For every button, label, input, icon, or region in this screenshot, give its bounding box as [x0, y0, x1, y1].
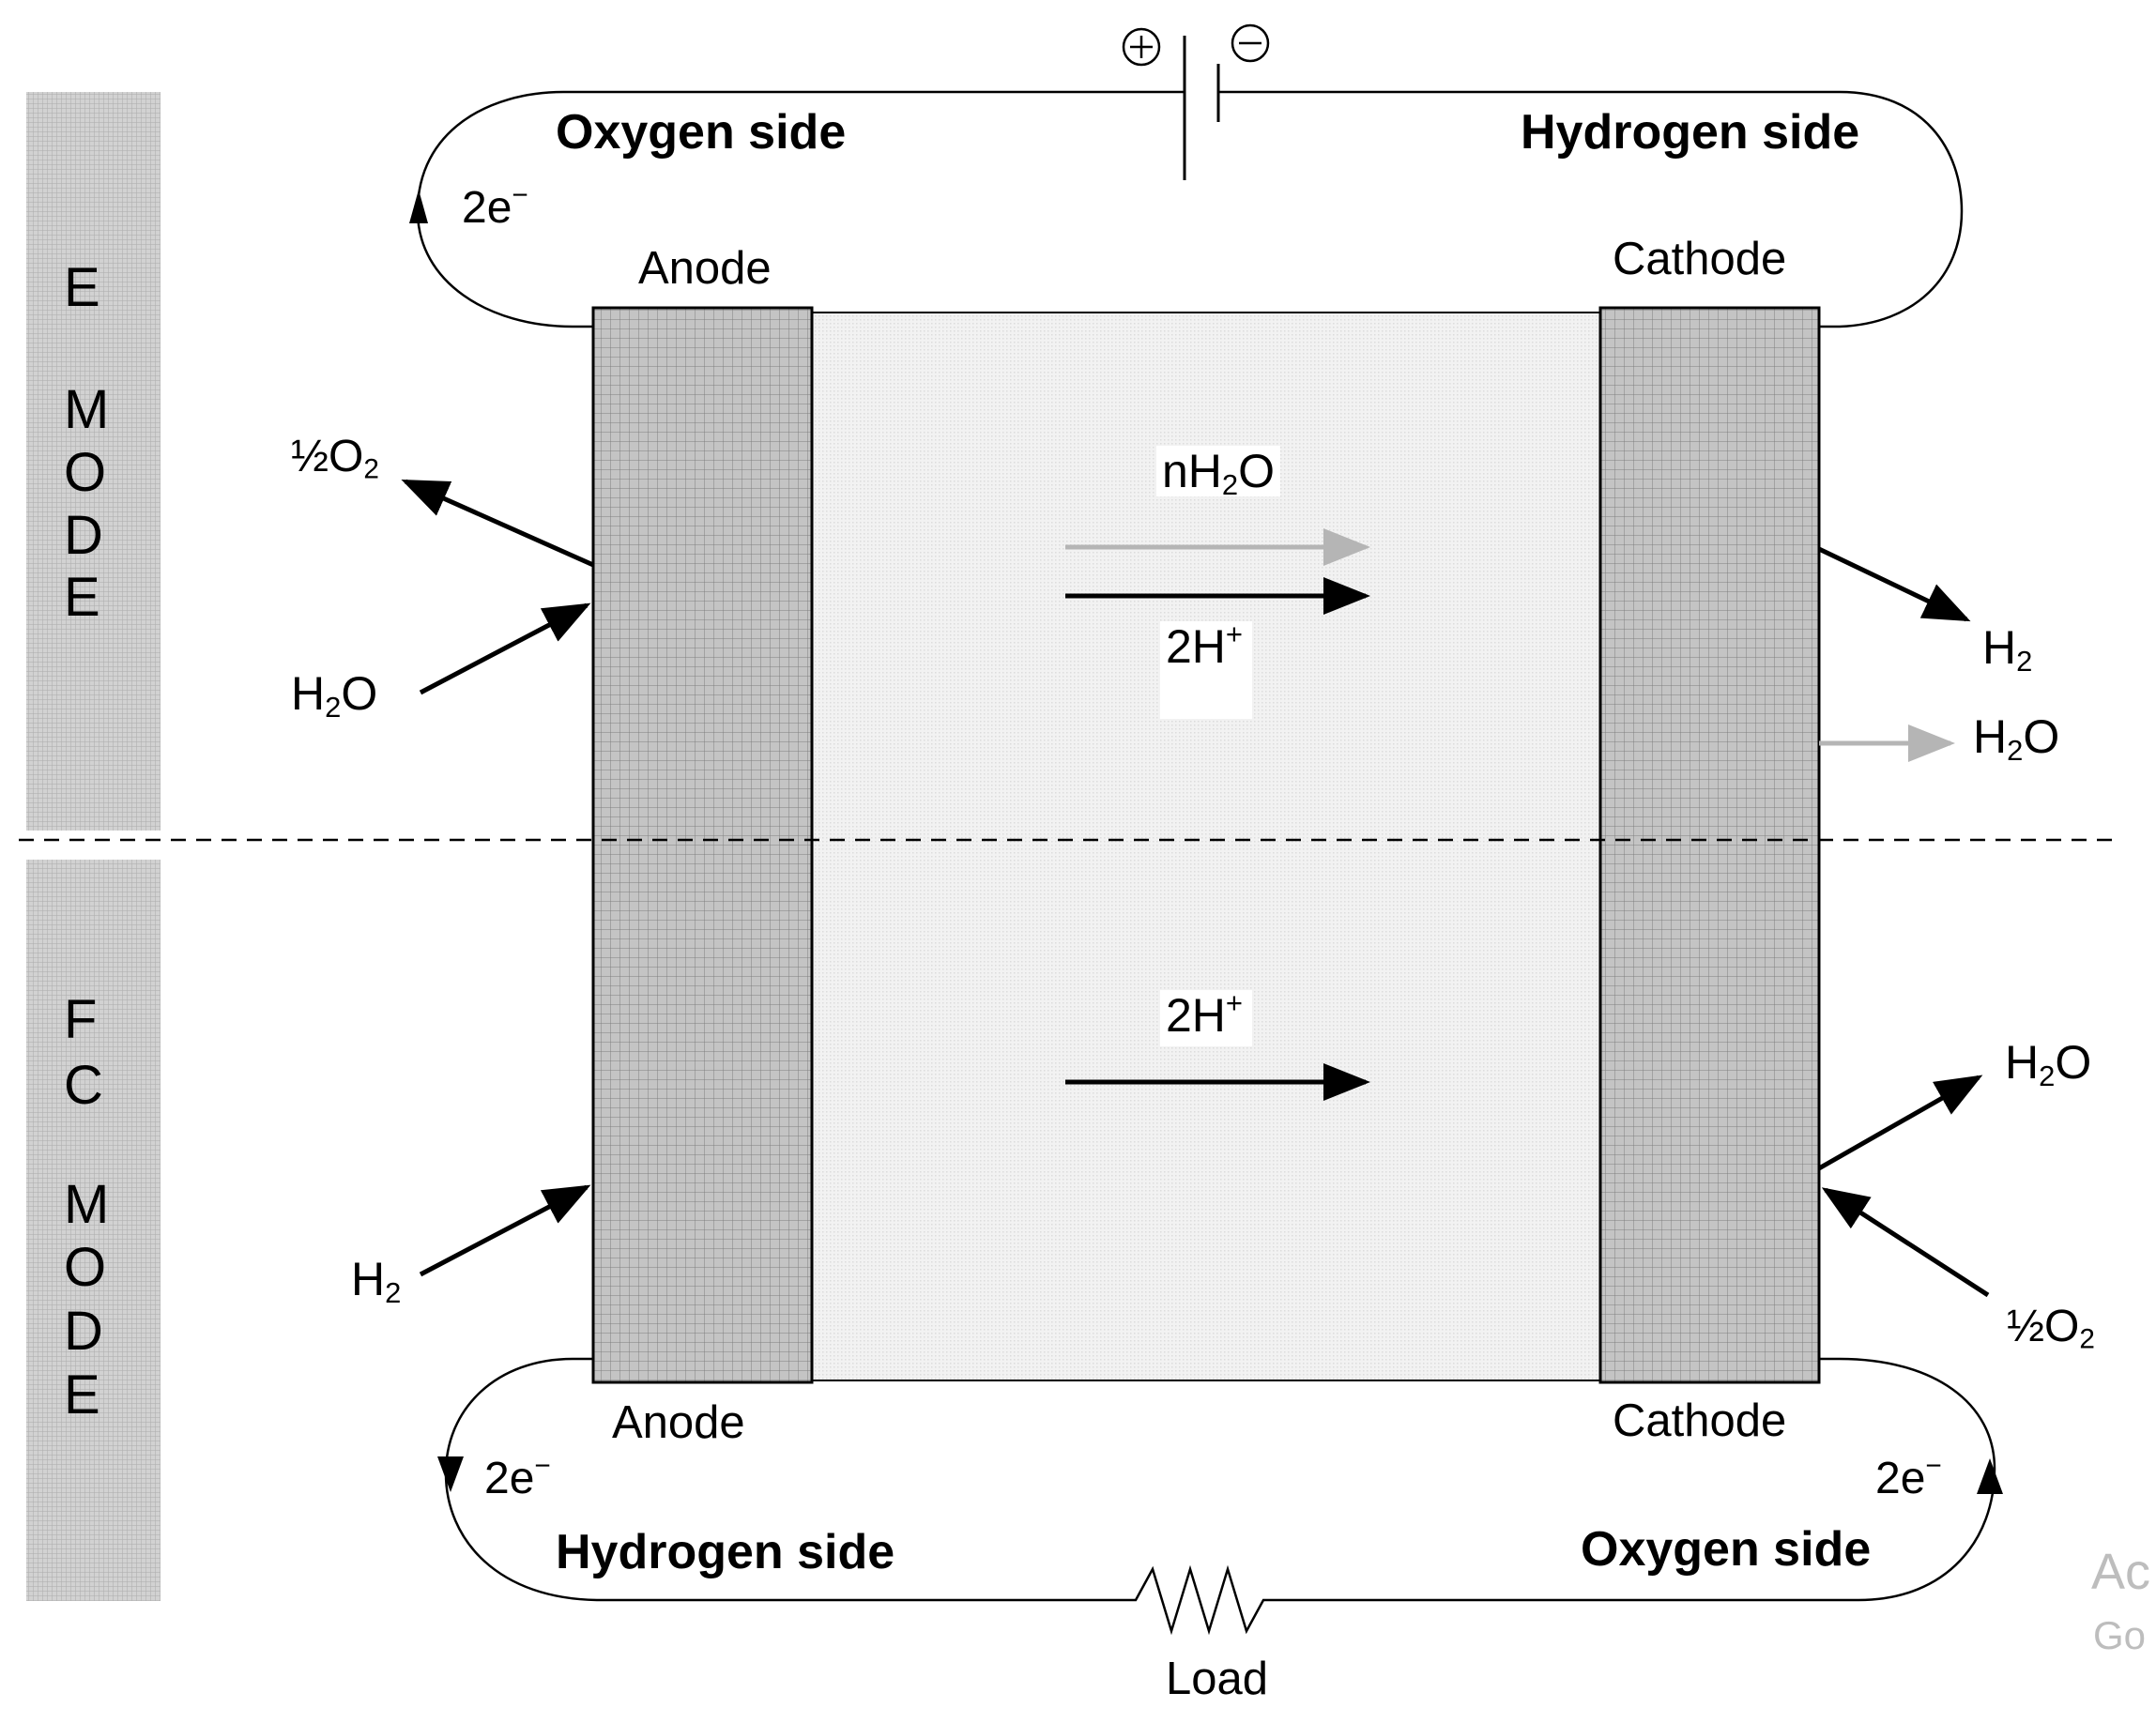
e-h2o-in-arrow: [419, 602, 591, 695]
fc-o2-in-label: ½O2: [2007, 1302, 2095, 1355]
fc-mode-letter-3: O: [64, 1237, 107, 1298]
bottom-hydrogen-side-label: Hydrogen side: [556, 1525, 895, 1579]
bottom-left-electron-arrowhead: [437, 1456, 464, 1492]
fc-mode-band: [26, 860, 161, 1601]
fc-h2o-out-label: H2O: [2005, 1036, 2092, 1092]
bottom-cathode-label: Cathode: [1613, 1395, 1787, 1446]
anode-electrode: [591, 306, 814, 1384]
top-electron-arrowhead: [409, 190, 428, 223]
bottom-circuit-wire: [444, 1357, 1996, 1636]
top-hydrogen-side-label: Hydrogen side: [1521, 105, 1860, 160]
bottom-oxygen-side-label: Oxygen side: [1581, 1522, 1872, 1577]
e-protons-label: 2H+: [1160, 619, 1253, 719]
e-water-drag-label: nH2O: [1156, 446, 1281, 499]
watermark-line1: Ac: [2091, 1544, 2151, 1600]
e-mode-letter-1: M: [64, 379, 110, 440]
fc-h2-in-arrow: [419, 1184, 591, 1277]
watermark-line2: Go: [2093, 1613, 2147, 1657]
e-h2o-in-label: H2O: [291, 667, 378, 724]
fc-h2o-out-arrow: [1817, 1075, 1983, 1171]
fc-mode-letter-4: D: [64, 1301, 103, 1362]
top-electrons-label: 2e−: [462, 179, 528, 233]
e-h2-out-label: H2: [1982, 621, 2033, 678]
bottom-right-electrons-label: 2e−: [1875, 1450, 1942, 1503]
fc-o2-in-arrow: [1821, 1187, 1990, 1298]
e-o2-label: ½O2: [291, 432, 379, 485]
e-mode-letter-3: D: [64, 505, 103, 566]
bottom-left-electrons-label: 2e−: [484, 1450, 551, 1503]
cathode-electrode: [1598, 306, 1821, 1384]
battery-minus-circle: [1231, 23, 1270, 63]
fc-mode-letter-5: E: [64, 1365, 100, 1426]
bottom-anode-label: Anode: [612, 1397, 745, 1448]
top-cathode-label: Cathode: [1613, 234, 1787, 284]
load-label: Load: [1166, 1654, 1269, 1704]
fc-mode-letter-2: M: [64, 1174, 110, 1235]
fc-mode-letter-0: F: [64, 989, 98, 1050]
fc-mode-letter-1: C: [64, 1055, 103, 1116]
fc-h2-in-label: H2: [351, 1253, 402, 1309]
bottom-right-electron-arrowhead: [1977, 1458, 2003, 1494]
e-mode-letter-4: E: [64, 567, 100, 628]
e-mode-letter-0: E: [64, 257, 100, 318]
battery-plus-circle: [1122, 27, 1161, 67]
e-mode-letter-2: O: [64, 442, 107, 503]
e-h2o-out-label: H2O: [1973, 710, 2060, 767]
e-mode-band: [26, 92, 161, 831]
top-anode-label: Anode: [638, 243, 772, 294]
e-o2-out-arrow: [401, 479, 595, 568]
e-h2-out-arrow: [1817, 546, 1971, 622]
fc-protons-label: 2H+: [1160, 988, 1253, 1046]
top-oxygen-side-label: Oxygen side: [556, 105, 847, 160]
